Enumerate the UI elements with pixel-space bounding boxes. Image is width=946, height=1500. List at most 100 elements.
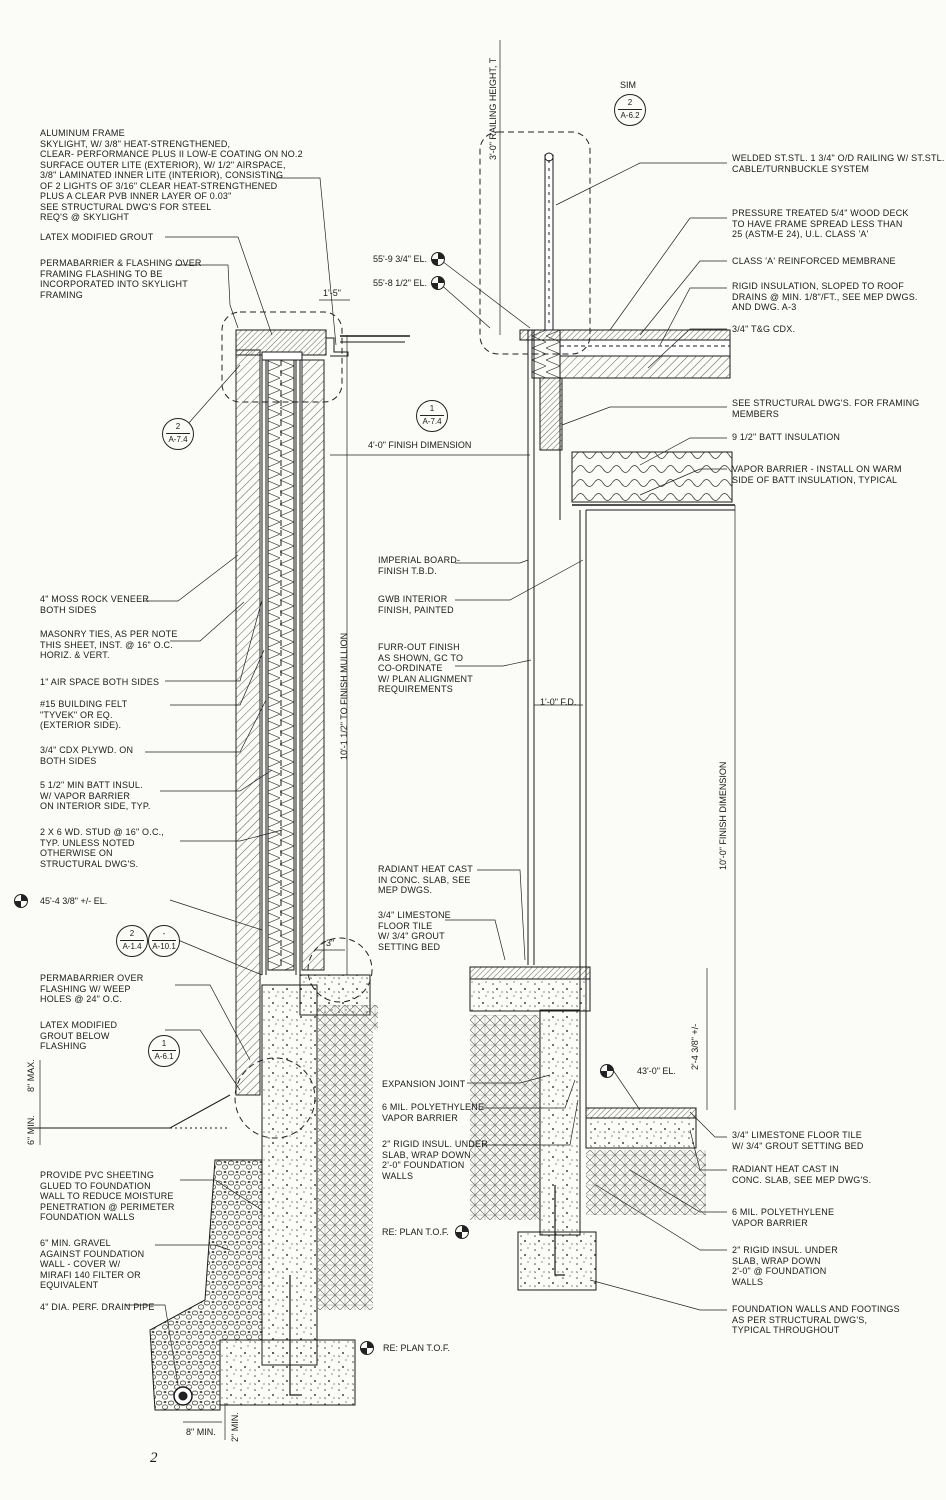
- note-line: EQUIVALENT: [40, 1280, 99, 1290]
- dim-1-5: 1'-5": [323, 288, 341, 298]
- note-line: SIDE OF BATT INSULATION, TYPICAL: [732, 474, 898, 485]
- note-line: TYP. UNLESS NOTED: [40, 837, 135, 848]
- note-line: IN CONC. SLAB, SEE: [378, 874, 471, 885]
- note-line: OF 2 LIGHTS OF 3/16" CLEAR HEAT-STRENGTH…: [40, 180, 278, 191]
- note-line: WALLS: [732, 1276, 764, 1287]
- note-line: (EXTERIOR SIDE).: [40, 720, 122, 730]
- note-line: VAPOR BARRIER: [732, 1217, 808, 1228]
- note-line: DRAINS @ MIN. 1/8"/FT., SEE MEP DWGS.: [732, 291, 918, 302]
- note-line: HOLES @ 24" O.C.: [40, 994, 123, 1004]
- section-callout-a61[interactable]: 1 A-6.1: [148, 1035, 180, 1067]
- elevation-43-0: 43'-0" EL.: [637, 1066, 676, 1076]
- section-callout-a74-1[interactable]: 1 A-7.4: [416, 400, 448, 432]
- tof-left: RE: PLAN T.O.F.: [383, 1343, 450, 1353]
- note-line: SKYLIGHT, W/ 3/8" HEAT-STRENGTHENED,: [40, 138, 231, 149]
- section-callout-a14[interactable]: 2 A-1.4: [116, 925, 148, 957]
- note-line: W/ 3/4" GROUT: [378, 931, 445, 941]
- note-line: 2'-0" @ FOUNDATION: [732, 1266, 827, 1276]
- note-line: BOTH SIDES: [40, 755, 97, 766]
- note-line: LATEX MODIFIED: [40, 1020, 118, 1030]
- stone-veneer: [235, 349, 325, 1096]
- dim-6-min: 6" MIN.: [26, 1115, 36, 1145]
- note-batt-9: 9 1/2" BATT INSULATION: [732, 432, 840, 443]
- note-railing: WELDED ST.STL. 1 3/4" O/D RAILING W/ ST.…: [732, 153, 945, 174]
- note-line: AGAINST FOUNDATION: [40, 1248, 145, 1259]
- note-line: SURFACE OUTER LITE (EXTERIOR), W/ 1/2" A…: [40, 159, 286, 170]
- note-line: 9 1/2" BATT INSULATION: [732, 432, 841, 442]
- note-line: OTHERWISE ON: [40, 848, 113, 858]
- note-line: FLOOR TILE: [378, 920, 433, 931]
- note-line: SLAB, WRAP DOWN: [732, 1255, 821, 1266]
- note-line: LATEX MODIFIED GROUT: [40, 232, 154, 242]
- dim-4-0-finish: 4'-0" FINISH DIMENSION: [368, 440, 472, 450]
- dim-10-0-finish: 10'-0" FINISH DIMENSION: [718, 761, 728, 870]
- elevation-marker-icon: [600, 1064, 614, 1078]
- note-line: 2 X 6 WD. STUD @ 16" O.C.,: [40, 827, 165, 837]
- note-latex-grout: LATEX MODIFIED GROUT: [40, 232, 153, 243]
- elevation-marker-icon: [431, 276, 445, 290]
- note-line: ALUMINUM FRAME: [40, 128, 125, 138]
- callout-sheet: A-6.1: [154, 1052, 174, 1061]
- note-line: VAPOR BARRIER: [382, 1112, 458, 1123]
- note-line: TO HAVE FRAME SPREAD LESS THAN: [732, 218, 903, 229]
- note-line: FLASHING W/ WEEP: [40, 983, 131, 994]
- note-line: WALLS: [382, 1170, 414, 1181]
- note-line: 2" RIGID INSUL. UNDER: [382, 1139, 488, 1149]
- note-line: PERMABARRIER OVER: [40, 973, 144, 983]
- note-line: EXPANSION JOINT: [382, 1079, 466, 1089]
- note-line: W/ PLAN ALIGNMENT: [378, 673, 473, 684]
- callout-number: 2: [175, 422, 181, 431]
- note-line: 4" DIA. PERF. DRAIN PIPE: [40, 1302, 155, 1312]
- note-line: INCORPORATED INTO SKYLIGHT: [40, 279, 188, 289]
- note-line: WELDED ST.STL. 1 3/4" O/D RAILING W/ ST.…: [732, 153, 945, 163]
- note-line: 3/4" LIMESTONE FLOOR TILE: [732, 1130, 862, 1140]
- note-line: SETTING BED: [378, 941, 441, 952]
- note-line: 6 MIL. POLYETHYLENE: [732, 1207, 835, 1217]
- note-line: AS PER STRUCTURAL DWG'S,: [732, 1314, 868, 1325]
- section-callout-a74-2[interactable]: 2 A-7.4: [162, 418, 194, 450]
- section-callout-a62[interactable]: 2 A-6.2: [614, 94, 646, 126]
- elevation-marker-icon: [455, 1225, 469, 1239]
- note-line: MEMBERS: [732, 408, 779, 419]
- section-callout-a101[interactable]: - A-10.1: [148, 925, 180, 957]
- note-line: GROUT BELOW: [40, 1030, 110, 1041]
- note-line: REQ'S @ SKYLIGHT: [40, 212, 130, 222]
- note-line: PERMABARRIER & FLASHING OVER: [40, 258, 202, 268]
- dim-8-min: 8" MIN.: [186, 1427, 216, 1437]
- callout-sheet: A-7.4: [168, 435, 188, 444]
- note-line: AS SHOWN, GC TO: [378, 652, 464, 663]
- elevation-marker-icon: [360, 1341, 374, 1355]
- callout-number: -: [162, 929, 166, 938]
- note-line: FURR-OUT FINISH: [378, 642, 460, 652]
- note-line: 3/4" T&G CDX.: [732, 324, 796, 334]
- dim-8-max: 8" MAX.: [26, 1059, 36, 1092]
- note-line: CLEAR- PERFORMANCE PLUS II LOW-E COATING…: [40, 149, 303, 159]
- sim-label: SIM: [620, 80, 637, 90]
- page-number: 2: [150, 1450, 158, 1466]
- note-line: RIGID INSULATION, SLOPED TO ROOF: [732, 281, 904, 291]
- note-line: FOUNDATION WALLS: [40, 1212, 135, 1222]
- note-line: FINISH, PAINTED: [378, 604, 454, 615]
- callout-number: 1: [161, 1039, 167, 1048]
- callout-number: 1: [429, 404, 435, 413]
- note-line: BOTH SIDES: [40, 604, 97, 615]
